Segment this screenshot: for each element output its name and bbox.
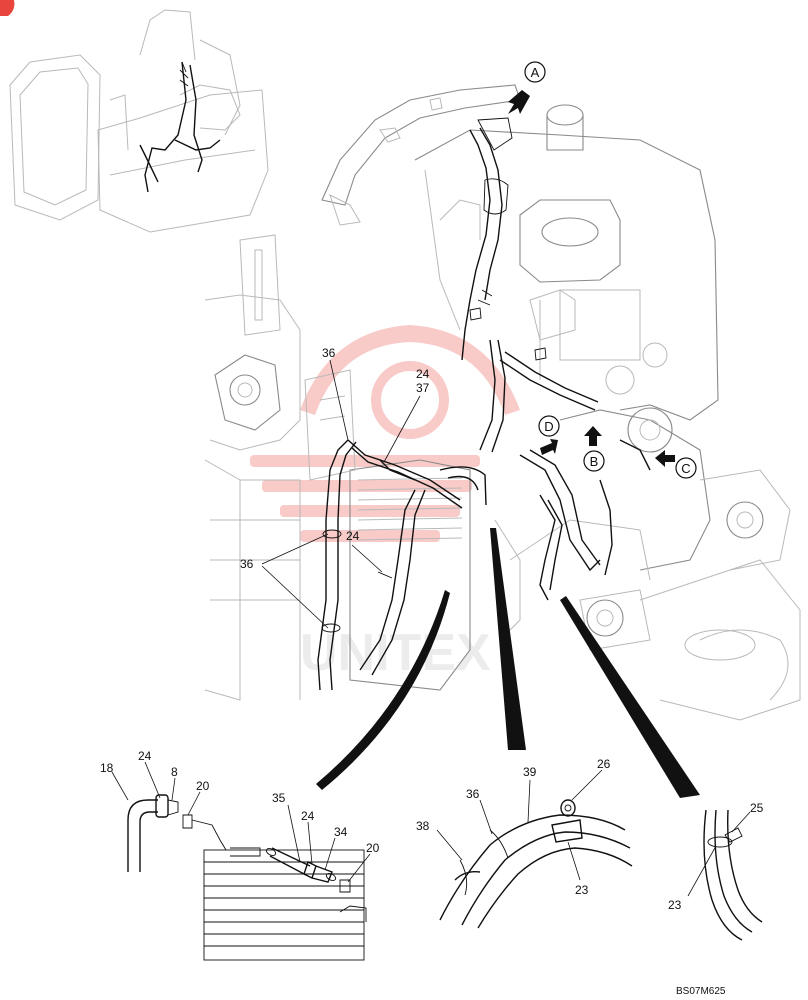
detail-label-24a: 24 [138,749,152,763]
view-arrow-a: A [508,61,546,114]
watermark-logo: UNITEX [250,325,520,682]
label-37: 37 [416,381,430,395]
detail-label-23b: 23 [668,898,682,912]
view-arrow-b: B [583,426,605,472]
detail-label-25: 25 [750,801,764,815]
detail-oil-cooler: 18 24 8 20 [100,749,367,961]
detail-label-18: 18 [100,761,114,775]
view-label-a: A [531,65,540,80]
hose-routing [317,117,651,691]
detail-label-8: 8 [171,765,178,779]
label-36-left: 36 [240,557,254,571]
main-assembly [204,84,801,721]
detail-strap-tie: 25 23 [668,801,764,941]
detail-label-24b: 24 [301,809,315,823]
view-label-d: D [544,419,553,434]
label-24-top: 24 [416,367,430,381]
detail-label-35: 35 [272,791,286,805]
label-36-top: 36 [322,346,336,360]
view-arrow-c: C [655,450,697,479]
detail-pointers [316,528,700,798]
detail-hose-fitting: 35 24 34 20 [265,791,380,893]
detail-label-26: 26 [597,757,611,771]
main-callouts: 36 24 37 24 36 [240,346,430,629]
detail-label-36: 36 [466,787,480,801]
detail-label-34: 34 [334,825,348,839]
detail-label-20b: 20 [366,841,380,855]
drawing-code: BS07M625 [676,986,726,997]
inset-machine-overview [9,9,269,233]
corner-marker [0,0,15,16]
view-label-b: B [590,454,599,469]
detail-label-23a: 23 [575,883,589,897]
detail-label-20a: 20 [196,779,210,793]
detail-label-38: 38 [416,819,430,833]
watermark-text: UNITEX [300,624,491,682]
view-label-c: C [681,461,690,476]
detail-hose-bundle: 38 36 39 26 23 [416,757,633,929]
label-24-mid: 24 [346,529,360,543]
detail-label-39: 39 [523,765,537,779]
view-arrow-d: D [538,415,560,455]
